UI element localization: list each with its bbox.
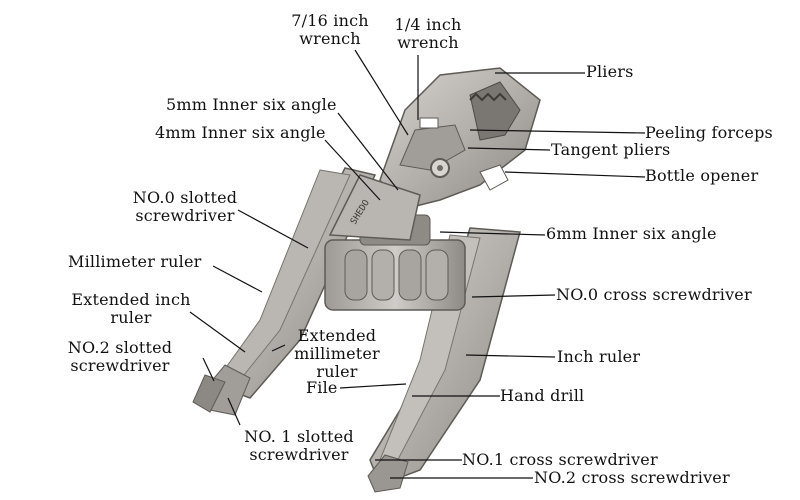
label-5mm-inner-six-angle: 5mm Inner six angle [166,96,337,114]
label-no0-slotted-screwdriver: NO.0 slotted screwdriver [120,189,250,225]
label-pliers: Pliers [586,63,634,81]
label-6mm-inner-six-angle: 6mm Inner six angle [546,225,717,243]
label-extended-inch-ruler: Extended inch ruler [64,291,198,327]
label-no2-slotted-screwdriver: NO.2 slotted screwdriver [58,339,182,375]
pliers-head [380,68,540,210]
label-4mm-inner-six-angle: 4mm Inner six angle [155,124,326,142]
label-no2-cross-screwdriver: NO.2 cross screwdriver [534,469,730,487]
label-inch-ruler: Inch ruler [557,348,640,366]
label-no0-cross-screwdriver: NO.0 cross screwdriver [556,286,752,304]
label-no1-cross-screwdriver: NO.1 cross screwdriver [462,451,658,469]
label-1-4-wrench: 1/4 inch wrench [388,16,468,52]
label-millimeter-ruler: Millimeter ruler [68,253,202,271]
label-extended-millimeter-ruler: Extended millimeter ruler [278,327,396,381]
label-tangent-pliers: Tangent pliers [551,141,670,159]
label-7-16-wrench: 7/16 inch wrench [284,12,376,48]
label-bottle-opener: Bottle opener [645,167,758,185]
label-file: File [306,379,338,397]
label-hand-drill: Hand drill [500,387,584,405]
label-no1-slotted-screwdriver: NO. 1 slotted screwdriver [238,428,360,464]
